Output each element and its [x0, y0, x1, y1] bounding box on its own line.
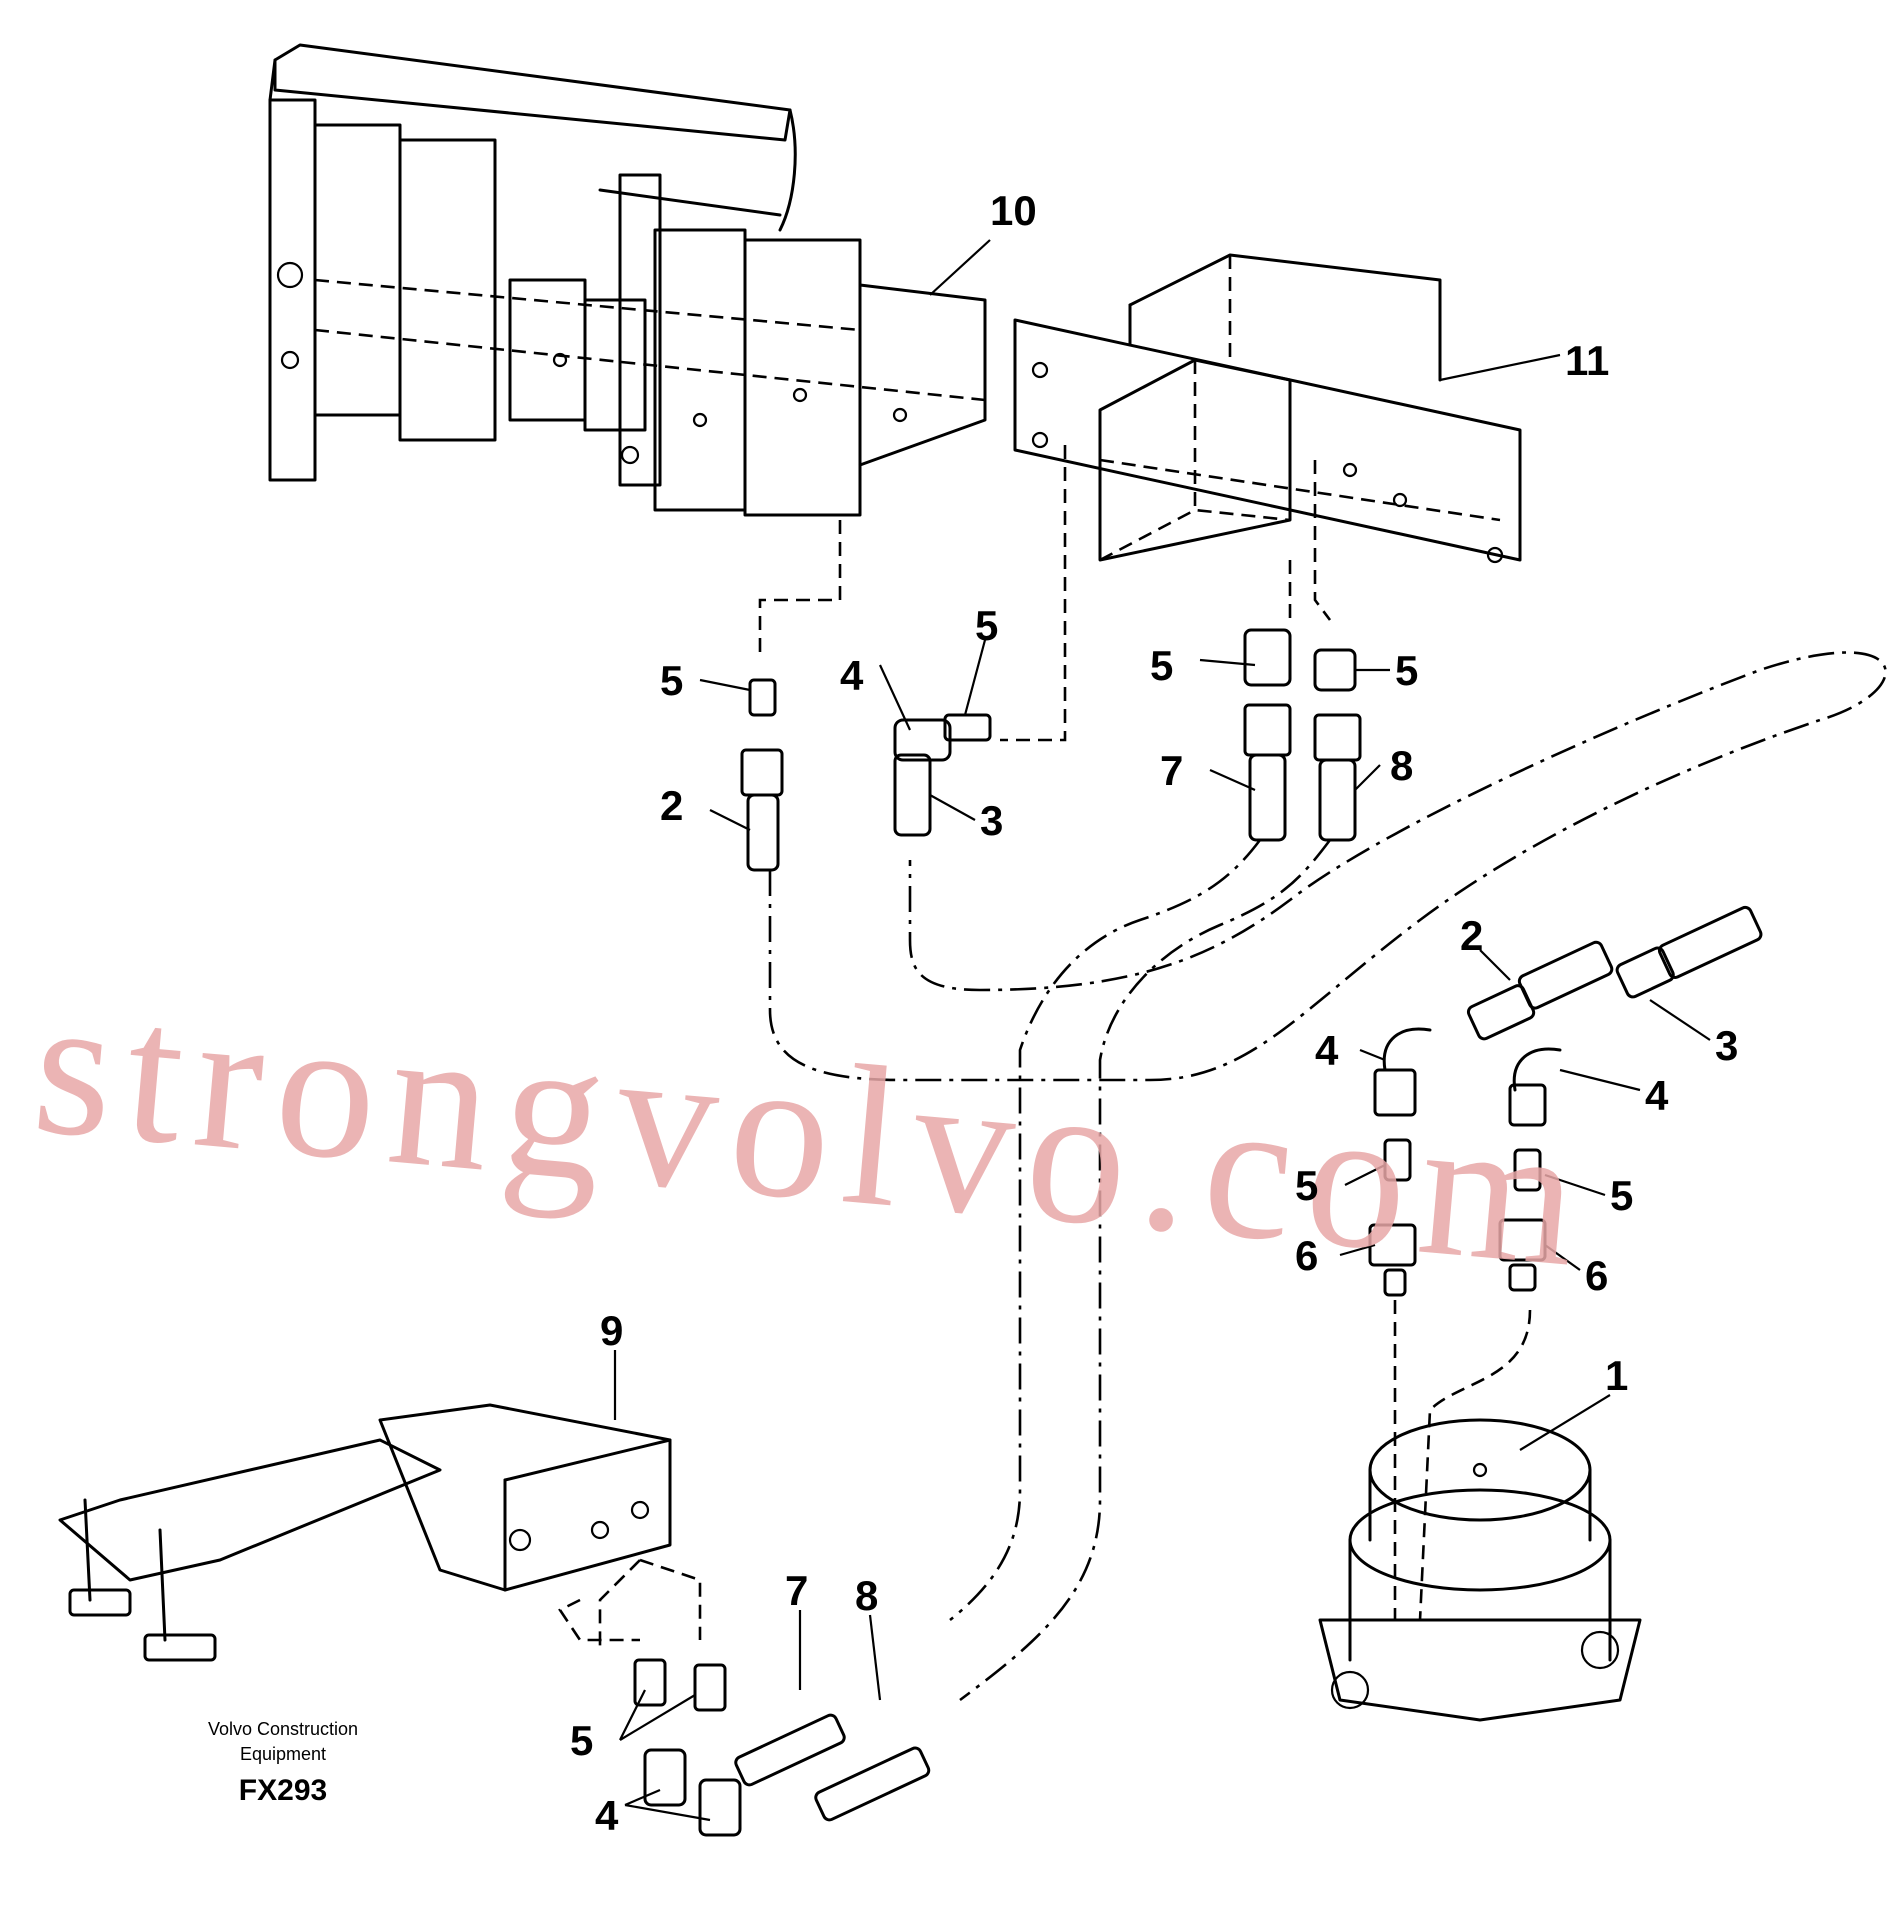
callouts: 10 11 5 4 5 5 5 2 3 7 8 2 4 3 4 5 5 6 6 …: [570, 187, 1738, 1839]
callout-4-right-left: 4: [1315, 1027, 1339, 1074]
callout-3-upper: 3: [980, 797, 1003, 844]
credit-block: Volvo Construction Equipment FX293: [208, 1719, 358, 1807]
control-valve-block: [268, 43, 987, 517]
pedal-valve: [58, 1403, 672, 1662]
pilot-hose-routing: [558, 445, 1887, 1702]
callout-9: 9: [600, 1307, 623, 1354]
auxiliary-valve-block: [1013, 253, 1522, 564]
callout-6-left: 6: [1295, 1232, 1318, 1279]
figure-code: FX293: [239, 1774, 327, 1807]
callout-4-lower: 4: [595, 1792, 619, 1839]
callout-8-lower: 8: [855, 1572, 878, 1619]
leader-lines: [613, 239, 1711, 1822]
callout-1: 1: [1605, 1352, 1628, 1399]
right-fittings: [1368, 905, 1763, 1297]
callout-11: 11: [1565, 337, 1609, 384]
callout-6-right: 6: [1585, 1252, 1608, 1299]
callout-7-lower: 7: [785, 1567, 808, 1614]
credit-line-1: Volvo Construction: [208, 1719, 358, 1739]
callout-5-right: 5: [1395, 647, 1418, 694]
callout-2-upper: 2: [660, 782, 683, 829]
swivel-joint: [1318, 1418, 1642, 1722]
callout-5-right-left: 5: [1295, 1162, 1318, 1209]
callout-3-right: 3: [1715, 1022, 1738, 1069]
callout-4-right-right: 4: [1645, 1072, 1669, 1119]
callout-8-upper: 8: [1390, 742, 1413, 789]
callout-5-upper: 5: [975, 602, 998, 649]
callout-5-left: 5: [660, 657, 683, 704]
callout-2-right: 2: [1460, 912, 1483, 959]
callout-5-right-right: 5: [1610, 1172, 1633, 1219]
credit-line-2: Equipment: [240, 1744, 326, 1764]
callout-5-mid: 5: [1150, 642, 1173, 689]
callout-4-upper: 4: [840, 652, 864, 699]
lower-fittings: [633, 1658, 931, 1837]
callout-7-upper: 7: [1160, 747, 1183, 794]
callout-5-lower: 5: [570, 1717, 593, 1764]
upper-fittings: [740, 628, 1362, 872]
watermark-text: strongvolvo.com: [26, 954, 1599, 1310]
callout-10: 10: [990, 187, 1037, 234]
